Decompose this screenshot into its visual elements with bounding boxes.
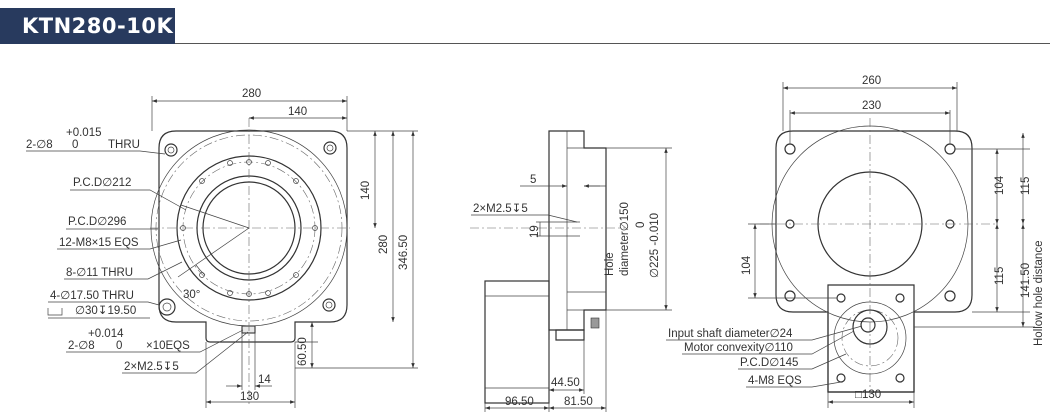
side-view: 5 2×M2.5↧5 19 Hole diameter∅150 0 ∅225 -… xyxy=(470,130,672,412)
pcd212-label: P.C.D∅212 xyxy=(73,177,131,189)
input-shaft-label: Input shaft diameter∅24 xyxy=(668,328,793,340)
pcd296-label: P.C.D∅296 xyxy=(68,216,126,228)
rear-dim-260: 260 xyxy=(862,75,881,87)
front-m25-label: 2×M2.5↧5 xyxy=(124,361,179,373)
rear-dim-230: 230 xyxy=(862,100,881,112)
front-body-outline xyxy=(158,130,348,343)
pin2-label: 2-∅8 xyxy=(68,340,95,352)
dim-60-right: 60.50 xyxy=(297,337,309,366)
side-dim-44: 44.50 xyxy=(551,377,580,389)
dim-280-right: 280 xyxy=(378,235,390,254)
rear-dim-115-right: 115 xyxy=(1020,177,1032,195)
title-rule xyxy=(175,43,1050,44)
side-hole-diameter: diameter∅150 xyxy=(619,202,631,276)
dim-14: 14 xyxy=(258,374,271,386)
rear-dim-141: 141.50 xyxy=(1020,263,1032,298)
side-bore-zero: 0 xyxy=(635,222,647,228)
motor-convexity-label: Motor convexity∅110 xyxy=(684,342,793,354)
rear-hollow-label: Hollow hole distance xyxy=(1033,241,1045,346)
rear-dim-104-right: 104 xyxy=(994,175,1006,195)
dim-130-bottom: 130 xyxy=(240,391,259,403)
tol-plus-015: +0.015 xyxy=(66,127,102,139)
m8-eqs-label: 12-M8×15 EQS xyxy=(59,237,139,249)
tol-plus-014: +0.014 xyxy=(88,328,124,340)
holes-11-label: 8-∅11 THRU xyxy=(66,267,133,279)
rear-m8-label: 4-M8 EQS xyxy=(748,375,802,387)
tol-zero-015: 0 xyxy=(72,139,78,151)
side-dim-96: 96.50 xyxy=(505,396,534,408)
dim-346-right: 346.50 xyxy=(398,235,410,270)
front-view: 30° 280 140 140 280 346.50 60.50 14 130 … xyxy=(26,88,418,408)
rear-dim-104-left: 104 xyxy=(741,255,753,275)
side-dim-19: 19 xyxy=(529,225,541,238)
side-hole-word: Hole xyxy=(604,252,616,276)
model-title: KTN280-10K xyxy=(0,8,175,44)
cbore-label: ∅30↧19.50 xyxy=(75,305,136,317)
tol-zero-014: 0 xyxy=(116,340,122,352)
side-m25-label: 2×M2.5↧5 xyxy=(473,203,528,215)
pcd145-label: P.C.D∅145 xyxy=(740,357,798,369)
side-dim-81: 81.50 xyxy=(564,396,593,408)
holes-17-label: 4-∅17.50 THRU xyxy=(50,290,134,302)
thru-label: THRU xyxy=(108,139,140,151)
front-angle-label: 30° xyxy=(183,289,200,301)
rear-view: 260 230 104 115 115 141.50 Hollow hole d… xyxy=(666,75,1045,408)
pin2-suffix: ×10EQS xyxy=(146,340,190,352)
rear-dim-130: □130 xyxy=(855,389,881,401)
pin-hole-label: 2-∅8 xyxy=(26,139,53,151)
rear-dim-115-mid: 115 xyxy=(994,267,1006,285)
side-bore-label: ∅225 -0.010 xyxy=(649,213,661,278)
dim-280-top: 280 xyxy=(242,88,261,100)
side-dim-5: 5 xyxy=(530,174,536,186)
dim-140-top: 140 xyxy=(288,106,307,118)
dim-140-right: 140 xyxy=(360,181,372,200)
rear-body-outline xyxy=(775,130,973,393)
